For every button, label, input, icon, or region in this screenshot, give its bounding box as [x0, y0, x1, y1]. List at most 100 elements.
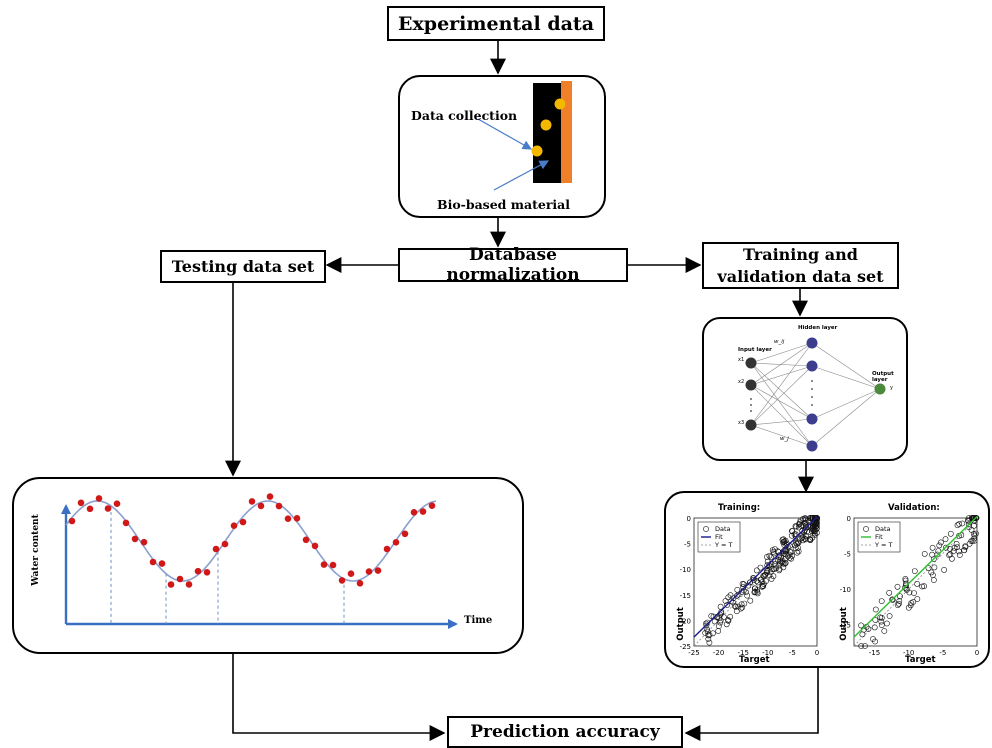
scatter-point [776, 565, 783, 572]
scatter-point [971, 522, 977, 529]
scatter-point [902, 576, 909, 582]
scatter-point [872, 617, 879, 623]
prediction-accuracy-box[interactable]: Prediction accuracy [447, 716, 683, 748]
data-point [194, 567, 202, 575]
x-tick-label: 0 [975, 649, 979, 657]
scatter-point [946, 552, 952, 558]
scatter-point [973, 515, 980, 521]
material-illustration [477, 81, 572, 191]
scatter-point [931, 564, 938, 571]
fit-line [853, 516, 978, 638]
scatter-point [973, 530, 979, 537]
scatter-point [948, 555, 955, 562]
scatter-point [753, 567, 760, 574]
scatter-point [871, 624, 878, 631]
scatter-point [955, 548, 962, 555]
scatter-point [813, 515, 820, 521]
data-point [401, 530, 409, 538]
data-point [239, 518, 247, 526]
water-content-panel: Water content Time [12, 477, 524, 654]
scatter-point [802, 515, 808, 521]
nn-connection [750, 342, 813, 386]
legend-data-marker [863, 526, 869, 532]
scatter-point [779, 558, 786, 564]
scatter-point [759, 583, 765, 590]
scatter-point [921, 583, 927, 590]
x-tick-label: -15 [869, 649, 880, 657]
scatter-point [754, 590, 761, 597]
scatter-point [929, 544, 936, 551]
scatter-point [733, 593, 740, 599]
data-point [104, 505, 112, 512]
scatter-point [883, 620, 890, 627]
scatter-point [727, 613, 734, 620]
scatter-point [737, 605, 744, 612]
legend-box [857, 521, 901, 553]
scatter-point [930, 556, 937, 562]
scatter-point [813, 529, 820, 536]
data-point [185, 581, 193, 588]
scatter-point [738, 601, 745, 608]
scatter-point [792, 531, 799, 537]
training-validation-box[interactable]: Training and validation data set [702, 242, 899, 289]
testing-data-set-box[interactable]: Testing data set [160, 250, 326, 283]
legend-data-marker [703, 526, 709, 532]
scatter-point [886, 613, 893, 619]
water-content-ylabel: Water content [30, 514, 41, 586]
scatter-point [889, 596, 896, 603]
x-tick-label: 0 [815, 649, 819, 657]
scatter-point [788, 532, 795, 539]
legend-entry: Data [715, 525, 731, 533]
scatter-point [965, 518, 972, 524]
y-tick-label: -10 [840, 586, 851, 594]
scatter-point [897, 593, 903, 600]
hidden-layer-label: Hidden layer [798, 325, 838, 331]
scatter-point [809, 534, 816, 541]
x-tick-label: -25 [688, 649, 699, 657]
scatter-point [889, 597, 896, 603]
experimental-data-box[interactable]: Experimental data [387, 6, 605, 41]
scatter-point [731, 603, 738, 609]
y-tick-label: -5 [844, 551, 851, 559]
scatter-point [895, 600, 902, 607]
data-point [221, 540, 229, 548]
scatter-point [914, 581, 920, 587]
data-point [176, 575, 184, 583]
scatter-point [971, 515, 978, 521]
bio-material-label: Bio-based material [437, 197, 570, 212]
y-tick-label: -15 [680, 592, 691, 600]
x-tick-label: -10 [762, 649, 773, 657]
legend-entry: Y = T [874, 541, 893, 549]
scatter-point [764, 567, 770, 574]
hidden-node [806, 360, 818, 372]
data-point [257, 502, 265, 510]
scatter-point [894, 583, 901, 590]
nn-ellipsis-dot [811, 380, 813, 382]
input-label-3: x3 [738, 420, 745, 426]
scatter-point [795, 524, 802, 531]
output-node [874, 383, 886, 395]
scatter-point [757, 576, 764, 583]
scatter-point [706, 639, 713, 646]
scatter-point [706, 631, 713, 638]
nn-connection [811, 388, 881, 420]
data-point [347, 570, 355, 577]
scatter-point [795, 521, 802, 528]
data-point [140, 538, 148, 546]
database-normalization-box[interactable]: Database normalization [398, 245, 628, 285]
nn-connection [750, 384, 813, 420]
scatter-point [764, 562, 771, 569]
data-point [320, 561, 328, 568]
prediction-accuracy-label: Prediction accuracy [470, 722, 660, 742]
scatter-point [760, 583, 767, 590]
scatter-point [971, 537, 978, 544]
scatter-point [792, 545, 799, 551]
validation-title: Validation: [888, 503, 940, 513]
data-point [329, 561, 337, 569]
data-point [149, 558, 157, 566]
weight-top-label: w_ij [774, 339, 785, 345]
bio-material-arrow [493, 160, 550, 191]
scatter-point [744, 592, 751, 599]
scatter-point [747, 597, 754, 604]
y-tick-label: -25 [680, 643, 691, 651]
